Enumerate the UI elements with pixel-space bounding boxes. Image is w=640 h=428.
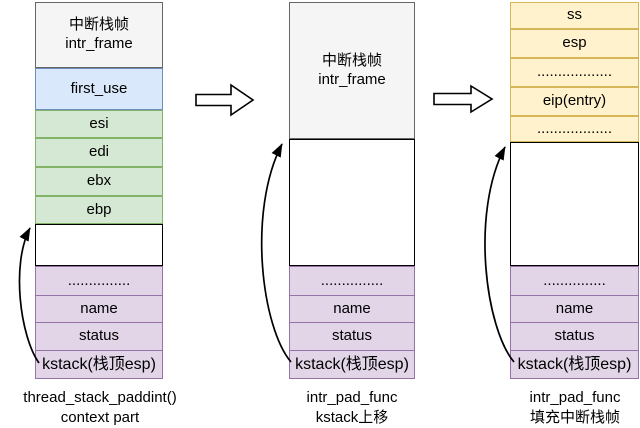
- stack1-header-line1: 中断栈帧: [68, 16, 129, 34]
- stack1-cell-kstack: kstack(栈顶esp): [35, 350, 163, 379]
- stack2-caption-line2: kstack上移: [315, 408, 389, 426]
- stack3-cell-dots: ...............: [510, 266, 639, 296]
- stack1-cell-dots: ...............: [35, 266, 163, 296]
- stack3-cell-esp: esp: [510, 29, 639, 58]
- stack1-cell-ebp: ebp: [35, 196, 163, 224]
- stack3-cell-eip: eip(entry): [510, 87, 639, 116]
- stack3-caption: intr_pad_func 填充中断栈帧: [496, 388, 640, 428]
- kstack-pointer-arrow-2: [260, 143, 292, 363]
- stack2-header: 中断栈帧 intr_frame: [289, 2, 415, 139]
- stack1-cell-first-use: first_use: [35, 68, 163, 110]
- stack2-header-line1: 中断栈帧: [321, 51, 382, 69]
- stack1-caption: thread_stack_paddint() context part: [4, 388, 196, 428]
- stack3-cell-dots-lower: ..................: [510, 116, 639, 142]
- stack3-cell-name: name: [510, 295, 639, 323]
- stack1-header: 中断栈帧 intr_frame: [35, 2, 163, 68]
- stack2-cell-kstack: kstack(栈顶esp): [289, 350, 415, 379]
- stack3-cell-ss: ss: [510, 2, 639, 29]
- flow-arrow-1-icon: [195, 83, 255, 117]
- stack1-cell-name: name: [35, 295, 163, 323]
- stack1-cell-ebx: ebx: [35, 167, 163, 196]
- stack2-caption-line1: intr_pad_func: [306, 389, 398, 406]
- stack1-cell-esi: esi: [35, 110, 163, 138]
- stack2-cell-dots: ...............: [289, 266, 415, 296]
- stack1-cell-empty: [35, 224, 163, 266]
- stack3-caption-line2: 填充中断栈帧: [529, 408, 620, 426]
- stack1-caption-line1: thread_stack_paddint(): [23, 389, 177, 406]
- stack2-cell-empty: [289, 139, 415, 266]
- stack1-caption-line2: context part: [60, 408, 140, 426]
- stack3-caption-line1: intr_pad_func: [529, 389, 621, 406]
- stack1-cell-edi: edi: [35, 138, 163, 167]
- flow-arrow-2-icon: [433, 84, 494, 114]
- stack2-caption: intr_pad_func kstack上移: [274, 388, 430, 428]
- stack3-cell-empty: [510, 142, 639, 266]
- stack1-header-line2: intr_frame: [65, 35, 133, 52]
- stack1-cell-status: status: [35, 322, 163, 351]
- stack3-cell-status: status: [510, 322, 639, 351]
- stack3-cell-dots-upper: ..................: [510, 58, 639, 87]
- stack3-cell-kstack: kstack(栈顶esp): [510, 350, 639, 379]
- stack2-header-line2: intr_frame: [318, 70, 386, 88]
- stack2-cell-name: name: [289, 295, 415, 323]
- stack2-cell-status: status: [289, 322, 415, 351]
